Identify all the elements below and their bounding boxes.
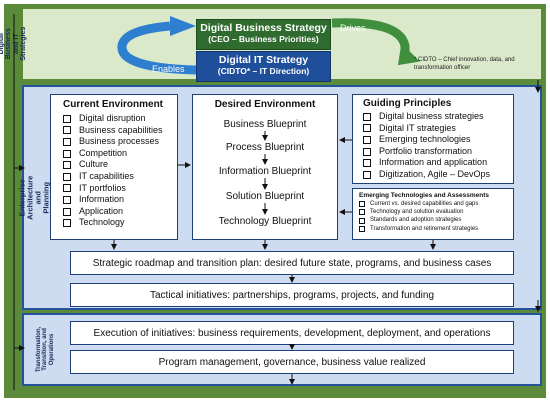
digital-business-strategy-box: Digital Business Strategy (CEO – Busines… <box>196 19 331 50</box>
checkbox-icon <box>63 149 71 158</box>
enables-label: Enables <box>152 64 185 74</box>
current-env-list: Digital disruption Business capabilities… <box>63 113 177 229</box>
list-item: Information <box>63 194 177 206</box>
emerging-tech-box: Emerging Technologies and Assessments Cu… <box>352 188 514 240</box>
cycle-arrows <box>117 16 420 75</box>
item-label: Portfolio transformation <box>379 145 473 156</box>
dits-title: Digital IT Strategy <box>218 54 309 66</box>
item-label: IT capabilities <box>79 170 134 181</box>
current-env-title: Current Environment <box>63 99 164 110</box>
list-item: Standards and adoption strategies <box>359 216 513 224</box>
checkbox-icon <box>63 137 71 146</box>
drives-arrow-head <box>397 43 420 66</box>
item-label: Technology and solution evaluation <box>370 209 464 216</box>
checkbox-icon <box>63 161 71 170</box>
dbs-title: Digital Business Strategy <box>200 22 327 34</box>
checkbox-icon <box>63 207 71 216</box>
checkbox-icon <box>63 172 71 181</box>
list-item: Business capabilities <box>63 125 177 137</box>
checkbox-icon <box>63 219 71 228</box>
list-item: Technology and solution evaluation <box>359 208 513 216</box>
cidto-footnote: * CIDTO – Chief innovation, data, and tr… <box>414 57 515 71</box>
program-management-box: Program management, governance, business… <box>70 350 514 374</box>
list-item: Application <box>63 206 177 218</box>
solution-blueprint: Solution Blueprint <box>225 191 305 202</box>
emerging-title: Emerging Technologies and Assessments <box>359 192 490 199</box>
drives-arrow-body <box>331 18 410 53</box>
roadmap-box: Strategic roadmap and transition plan: d… <box>70 251 514 275</box>
information-blueprint: Information Blueprint <box>218 166 312 177</box>
desired-environment-box: Desired Environment Business Blueprint P… <box>192 94 338 240</box>
dbs-subtitle: (CEO – Business Priorities) <box>208 34 319 44</box>
item-label: Standards and adoption strategies <box>370 217 462 224</box>
item-label: Application <box>79 205 124 216</box>
item-label: Business capabilities <box>79 124 163 135</box>
list-item: Technology <box>63 217 177 229</box>
item-label: Information <box>79 194 125 205</box>
guiding-principles-box: Guiding Principles Digital business stra… <box>352 94 514 184</box>
list-item: Digital disruption <box>63 113 177 125</box>
list-item: IT portfolios <box>63 183 177 195</box>
item-label: Digitization, Agile – DevOps <box>379 168 491 179</box>
item-label: Digital IT strategies <box>379 122 456 133</box>
checkbox-icon <box>363 170 371 179</box>
checkbox-icon <box>359 225 365 232</box>
digital-it-strategy-box: Digital IT Strategy (CIDTO* – IT Directi… <box>196 51 331 82</box>
process-blueprint: Process Blueprint <box>225 142 305 153</box>
checkbox-icon <box>363 159 371 168</box>
checkbox-icon <box>363 124 371 133</box>
current-environment-box: Current Environment Digital disruption B… <box>50 94 178 240</box>
list-item: Competition <box>63 148 177 160</box>
item-label: Current vs. desired capabilities and gap… <box>370 201 479 207</box>
guiding-title: Guiding Principles <box>363 98 452 109</box>
item-label: IT portfolios <box>79 182 126 193</box>
checkbox-icon <box>63 114 71 123</box>
item-label: Emerging technologies <box>379 134 471 145</box>
desired-env-title: Desired Environment <box>214 99 316 110</box>
item-label: Technology <box>79 217 125 228</box>
list-item: Digitization, Agile – DevOps <box>363 169 513 181</box>
checkbox-icon <box>359 217 365 224</box>
enables-arrow-head <box>170 16 196 36</box>
item-label: Business processes <box>79 136 160 147</box>
tactical-box: Tactical initiatives: partnerships, prog… <box>70 283 514 307</box>
item-label: Digital disruption <box>79 113 146 123</box>
checkbox-icon <box>359 201 365 208</box>
list-item: Information and application <box>363 157 513 169</box>
list-item: Current vs. desired capabilities and gap… <box>359 200 513 208</box>
list-item: IT capabilities <box>63 171 177 183</box>
checkbox-icon <box>63 184 71 193</box>
emerging-list: Current vs. desired capabilities and gap… <box>359 200 513 233</box>
checkbox-icon <box>63 195 71 204</box>
checkbox-icon <box>363 112 371 121</box>
list-item: Portfolio transformation <box>363 146 513 158</box>
drives-label: Drives <box>340 23 366 33</box>
list-item: Emerging technologies <box>363 134 513 146</box>
checkbox-icon <box>63 126 71 135</box>
item-label: Transformation and retirement strategies <box>370 225 479 232</box>
item-label: Competition <box>79 147 128 158</box>
list-item: Transformation and retirement strategies <box>359 225 513 233</box>
technology-blueprint: Technology Blueprint <box>218 216 312 227</box>
guiding-list: Digital business strategies Digital IT s… <box>363 111 513 181</box>
checkbox-icon <box>363 135 371 144</box>
list-item: Business processes <box>63 136 177 148</box>
list-item: Digital IT strategies <box>363 123 513 135</box>
item-label: Digital business strategies <box>379 111 484 121</box>
list-item: Digital business strategies <box>363 111 513 123</box>
checkbox-icon <box>359 209 365 216</box>
list-item: Culture <box>63 159 177 171</box>
enables-arrow-body <box>117 21 197 75</box>
business-blueprint: Business Blueprint <box>223 119 307 130</box>
dits-subtitle: (CIDTO* – IT Direction) <box>217 66 310 76</box>
execution-box: Execution of initiatives: business requi… <box>70 321 514 345</box>
checkbox-icon <box>363 147 371 156</box>
item-label: Information and application <box>379 157 488 168</box>
item-label: Culture <box>79 159 109 170</box>
